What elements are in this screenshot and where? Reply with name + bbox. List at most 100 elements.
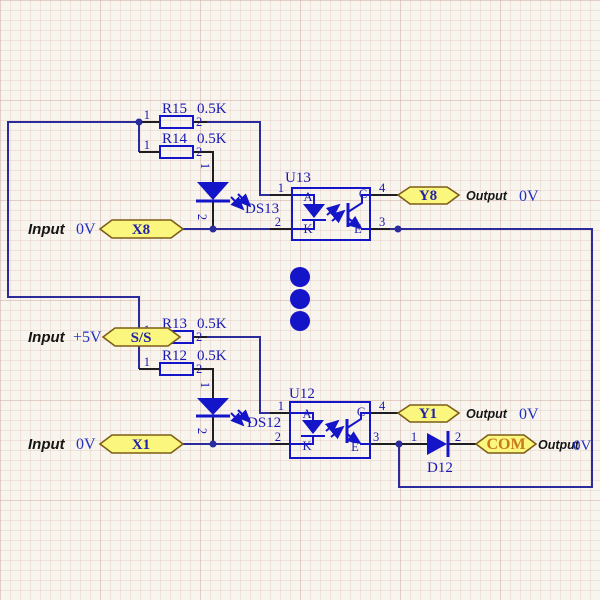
pin-number: 2 xyxy=(275,215,281,229)
port-tag-label: Y1 xyxy=(419,406,437,422)
internal-anode-wire xyxy=(292,194,315,204)
pin-label-anode: A xyxy=(303,190,312,204)
pin-label-anode: A xyxy=(302,407,311,421)
port-tag-ss[interactable]: S/S xyxy=(101,327,182,347)
pin-label-emitter: E xyxy=(351,440,359,454)
output-label-y1-row: Output xyxy=(466,407,508,421)
internal-cathode-wire xyxy=(292,220,315,230)
led-emission-arrow xyxy=(230,412,245,427)
pin-number: 1 xyxy=(198,382,212,388)
resistor-value-label: 0.5K xyxy=(197,131,227,147)
pin-number: 1 xyxy=(278,399,284,413)
port-tag-label: X8 xyxy=(132,222,150,238)
diode-d12[interactable]: 1 2 D12 xyxy=(411,430,461,476)
pin-label-cathode: K xyxy=(303,222,312,236)
pin-number: 1 xyxy=(144,355,150,369)
pin-number: 1 xyxy=(278,181,284,195)
voltage-label-ss-row: +5V xyxy=(73,329,102,346)
resistor-ref-label: R14 xyxy=(162,131,188,147)
ellipsis-dot xyxy=(290,311,310,331)
pin-number: 1 xyxy=(144,138,150,152)
wire-emitter-bus xyxy=(370,228,593,488)
phototransistor-emitter xyxy=(346,431,362,445)
light-coupling-arrow xyxy=(329,425,345,440)
port-tag-com[interactable]: COM xyxy=(474,434,538,454)
port-tag-y1[interactable]: Y1 xyxy=(396,404,461,423)
pin-number: 1 xyxy=(144,108,150,122)
pin-number: 2 xyxy=(455,430,461,444)
voltage-label-x8-row: 0V xyxy=(76,221,96,238)
led-ref-label: DS13 xyxy=(245,201,279,217)
resistor-r12[interactable]: R12 0.5K 1 2 xyxy=(144,348,227,376)
resistor-value-label: 0.5K xyxy=(197,316,227,332)
port-tag-com-shape[interactable] xyxy=(474,434,538,454)
resistor-r14[interactable]: R14 0.5K 1 2 xyxy=(144,131,227,159)
resistor-ref-label: R12 xyxy=(162,348,187,364)
pin-number: 2 xyxy=(196,362,202,376)
light-coupling-arrow xyxy=(325,203,341,218)
optocoupler-u12-body[interactable] xyxy=(289,401,371,459)
port-tag-x8-shape[interactable] xyxy=(98,219,185,239)
light-coupling-arrow xyxy=(324,419,340,434)
led-ds12-triangle[interactable] xyxy=(197,398,229,415)
port-tag-ss-shape[interactable] xyxy=(101,327,182,347)
input-label-x1-row: Input xyxy=(28,436,66,453)
diode-d12-triangle[interactable] xyxy=(427,433,447,455)
port-tag-y8[interactable]: Y8 xyxy=(396,186,461,205)
junction-dot xyxy=(209,440,217,448)
resistor-value-label: 0.5K xyxy=(197,348,227,364)
port-tag-label: COM xyxy=(486,436,525,453)
resistor-r14-body[interactable] xyxy=(159,145,194,159)
led-ds13-triangle[interactable] xyxy=(197,182,229,200)
pin-number: 2 xyxy=(275,430,281,444)
pin-label-collector: C xyxy=(359,187,367,201)
ellipsis-dot xyxy=(290,289,310,309)
light-coupling-arrow xyxy=(330,209,346,224)
resistor-r12-body[interactable] xyxy=(159,362,194,376)
pin-number: 4 xyxy=(379,399,386,413)
internal-led-triangle xyxy=(302,420,324,434)
voltage-label-com-row: 0V xyxy=(573,438,592,454)
pin-number: 2 xyxy=(196,330,202,344)
port-tag-y8-shape[interactable] xyxy=(396,186,461,205)
led-ds12[interactable]: 1 2 DS12 xyxy=(195,382,281,434)
output-label-com-row: Output xyxy=(538,438,580,452)
input-label-x8-row: Input xyxy=(28,221,66,238)
port-tag-x1[interactable]: X1 xyxy=(98,434,185,454)
internal-anode-wire xyxy=(290,412,314,420)
led-ds13[interactable]: 1 2 DS13 xyxy=(195,163,279,220)
optocoupler-u13-body[interactable] xyxy=(291,187,371,241)
pin-number: 2 xyxy=(196,115,202,129)
port-tag-label: Y8 xyxy=(419,188,437,204)
optocoupler-u13[interactable]: U13 A K C E 1 2 4 3 xyxy=(275,170,386,241)
phototransistor-collector xyxy=(346,412,370,429)
voltage-label-y1-row: 0V xyxy=(519,406,539,423)
port-tag-y1-shape[interactable] xyxy=(396,404,461,423)
port-tag-label: S/S xyxy=(131,330,152,346)
junction-dot xyxy=(395,440,403,448)
resistor-r15-body[interactable] xyxy=(159,115,194,129)
junction-dot xyxy=(209,225,217,233)
output-label-y8-row: Output xyxy=(466,189,508,203)
port-tag-x8[interactable]: X8 xyxy=(98,219,185,239)
port-tag-x1-shape[interactable] xyxy=(98,434,185,454)
phototransistor-collector xyxy=(347,194,370,213)
pin-number: 1 xyxy=(411,430,417,444)
voltage-label-x1-row: 0V xyxy=(76,436,96,453)
resistor-r15[interactable]: R15 0.5K 1 2 xyxy=(144,101,227,129)
pin-number: 2 xyxy=(195,428,209,434)
optocoupler-ref-label: U12 xyxy=(289,386,315,402)
pin-label-cathode: K xyxy=(302,439,311,453)
led-emission-arrow xyxy=(237,193,252,208)
ellipsis-dot xyxy=(290,267,310,287)
pin-label-emitter: E xyxy=(354,222,362,236)
pin-number: 1 xyxy=(198,163,212,169)
resistor-value-label: 0.5K xyxy=(197,101,227,117)
input-label-ss-row: Input xyxy=(28,329,66,346)
pin-label-collector: C xyxy=(357,405,365,419)
optocoupler-u12[interactable]: U12 A K C E 1 2 4 3 xyxy=(275,386,386,459)
pin-number: 2 xyxy=(195,214,209,220)
wire-r14-to-ds13 xyxy=(193,151,214,183)
